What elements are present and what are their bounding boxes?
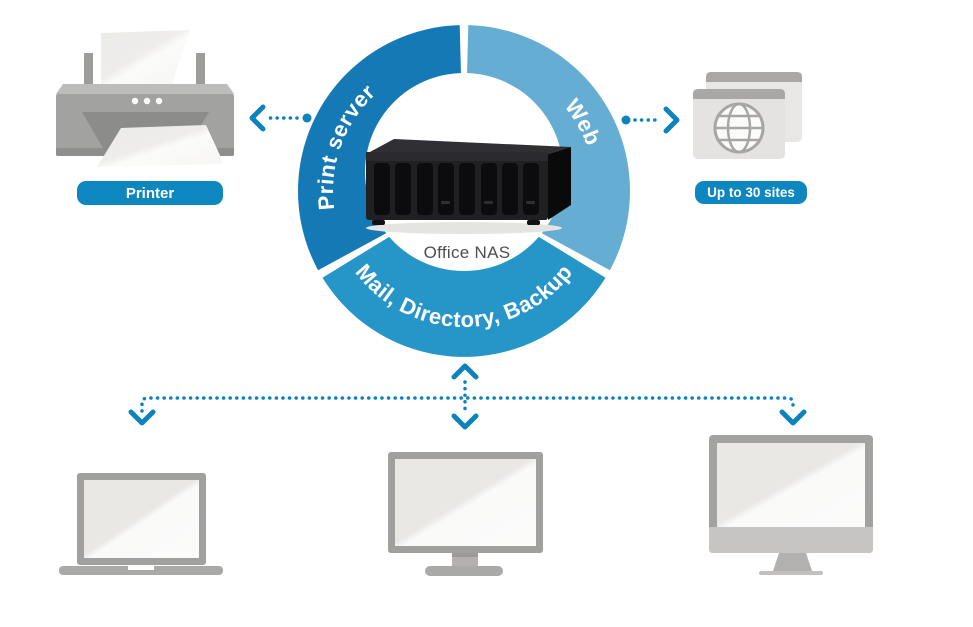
monitor-neck-shade (452, 553, 478, 557)
browser-globe-icon (693, 72, 802, 159)
browser-titlebar-back (706, 72, 802, 82)
nas-front-face (366, 152, 548, 220)
chevron-down-center-icon (451, 413, 479, 430)
printer-post-left (84, 53, 93, 86)
printer-lid (56, 84, 234, 94)
chevron-down-right-icon (779, 409, 807, 426)
aio-stand (773, 553, 812, 571)
printer-paper-out (97, 125, 224, 167)
nas-top-face (368, 139, 571, 154)
printer-dot (131, 97, 139, 105)
printer-icon (56, 30, 234, 167)
aio-base (759, 571, 823, 575)
dotted-arrow-right-icon (621, 106, 680, 134)
aio-screen (717, 443, 865, 527)
dotted-arrow-left-icon (249, 104, 312, 132)
laptop-notch (128, 566, 154, 570)
browser-titlebar-front (693, 89, 785, 99)
printer-dot (155, 97, 163, 105)
laptop-icon (59, 473, 223, 575)
nas-shadow (366, 222, 562, 234)
chevron-right-icon (663, 106, 680, 134)
dotted-arrow-down-network-icon (128, 363, 807, 430)
chevron-left-icon (249, 104, 266, 132)
nas-side-face (548, 147, 571, 220)
printer-post-right (196, 53, 205, 86)
chevron-up-icon (451, 363, 479, 380)
all-in-one-computer-icon (709, 435, 873, 575)
arrow-origin-dot (302, 113, 312, 123)
globe-icon (713, 102, 765, 154)
monitor-stand-base (425, 566, 503, 576)
nas-device-icon (366, 139, 571, 234)
laptop-base (59, 566, 223, 575)
office-nas-label: Office NAS (423, 243, 511, 262)
monitor-screen (395, 459, 536, 546)
printer-paper-in (101, 30, 190, 84)
laptop-screen (84, 480, 199, 558)
chevron-down-left-icon (128, 409, 156, 426)
nas-top-bezel (366, 152, 548, 161)
desktop-monitor-icon (388, 452, 543, 576)
arrow-origin-dot (621, 115, 631, 125)
nas-foot-right (527, 220, 540, 225)
ring-segment-mail (322, 191, 606, 357)
nas-drive-bays (374, 163, 539, 215)
printer-label: Printer (77, 181, 223, 205)
web-sites-label: Up to 30 sites (695, 181, 807, 204)
aio-chin (709, 527, 873, 553)
printer-dot (143, 97, 151, 105)
nas-foot-left (372, 220, 385, 225)
